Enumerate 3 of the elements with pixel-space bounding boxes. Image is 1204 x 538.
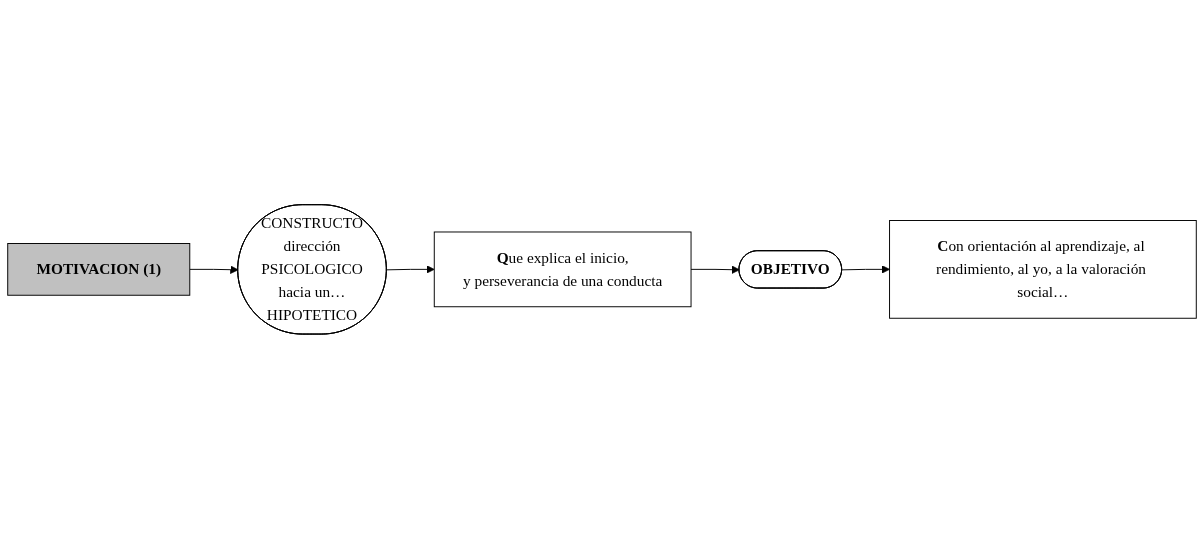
node-box: Que explica el inicio, y perseverancia de una conducta xyxy=(433,231,692,307)
node-box: Con orientación al aprendizaje, al rendimiento, al yo, a la valoración social… xyxy=(889,219,1197,319)
node-box: MOTIVACION (1) xyxy=(7,242,191,296)
